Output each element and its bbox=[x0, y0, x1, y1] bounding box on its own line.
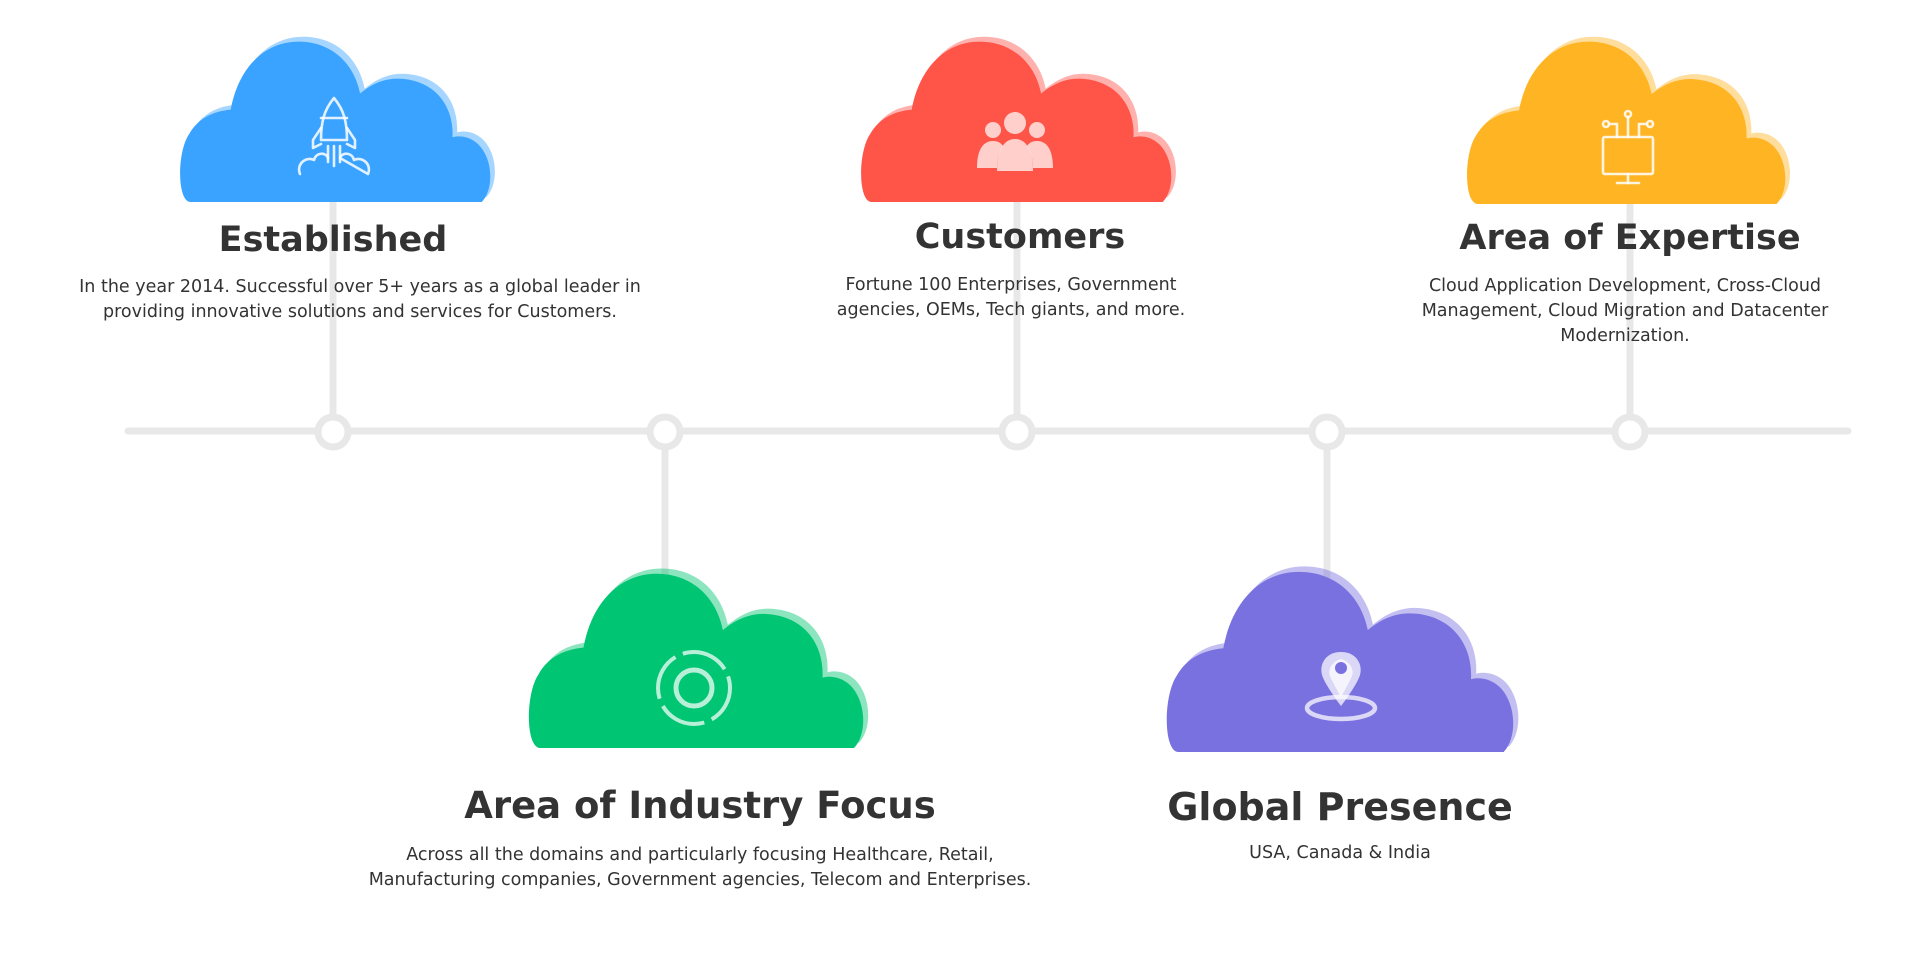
presence-title: Global Presence bbox=[1167, 785, 1513, 829]
established-description: In the year 2014. Successful over 5+ yea… bbox=[79, 277, 641, 322]
cloud-established bbox=[180, 36, 495, 203]
industry-title: Area of Industry Focus bbox=[464, 784, 936, 827]
timeline-node-established bbox=[314, 413, 352, 451]
industry-description: Across all the domains and particularly … bbox=[368, 845, 1032, 890]
established-title: Established bbox=[218, 220, 448, 260]
customers-description: Fortune 100 Enterprises, Government agen… bbox=[836, 275, 1186, 320]
timeline-node-customers bbox=[998, 413, 1036, 451]
cloud-industry bbox=[528, 568, 869, 748]
timeline-node-expertise bbox=[1611, 413, 1649, 451]
customers-title: Customers bbox=[914, 217, 1126, 257]
timeline-node-industry bbox=[646, 413, 684, 451]
expertise-title: Area of Expertise bbox=[1459, 218, 1801, 258]
rocket-icon bbox=[297, 96, 371, 176]
expertise-description: Cloud Application Development, Cross-Clo… bbox=[1421, 276, 1829, 346]
target-icon bbox=[656, 650, 732, 726]
circuit-monitor-icon bbox=[1601, 109, 1655, 185]
team-icon bbox=[977, 112, 1053, 171]
timeline-node-presence bbox=[1308, 413, 1346, 451]
presence-description: USA, Canada & India bbox=[1249, 843, 1431, 863]
location-pin-icon bbox=[1304, 652, 1378, 722]
